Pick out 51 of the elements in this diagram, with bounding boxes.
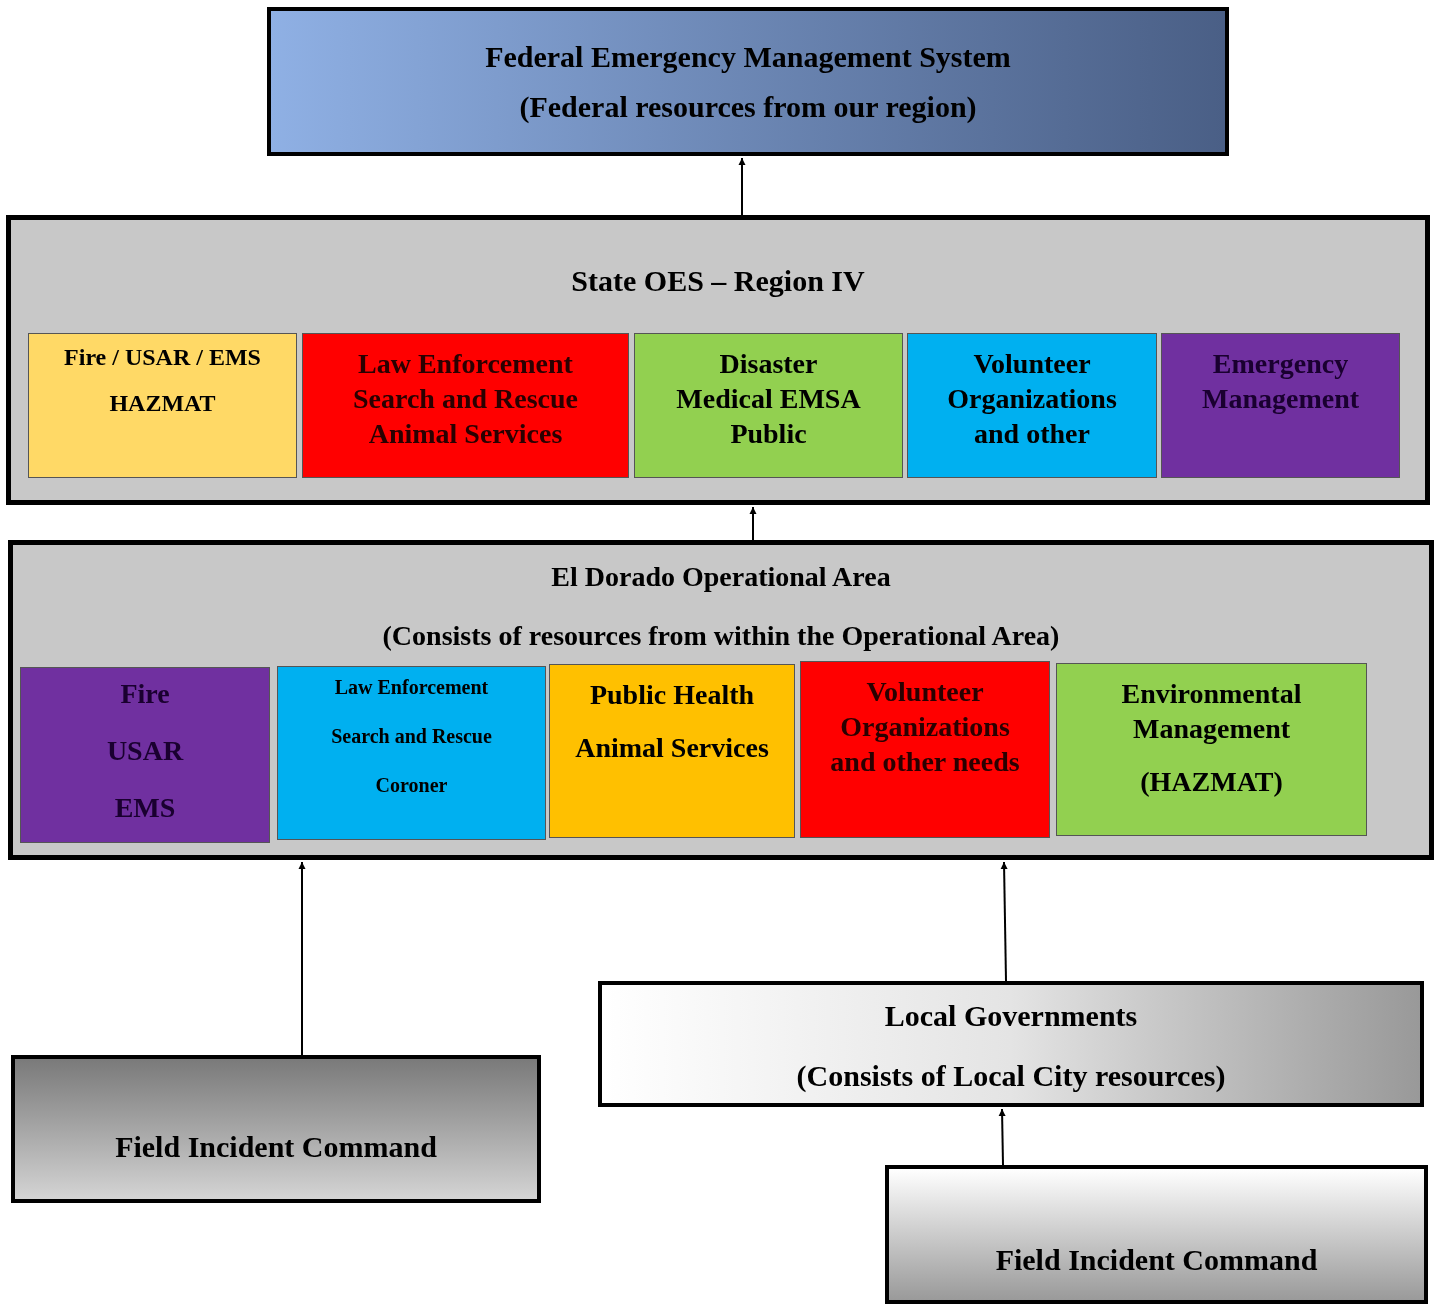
node-label: State OES – Region IV	[570, 263, 866, 299]
node-label: HAZMAT	[108, 389, 217, 418]
node-label: Environmental Management	[1120, 677, 1303, 746]
arrow	[298, 861, 306, 1056]
agency-box	[302, 333, 629, 478]
agency-box	[634, 333, 903, 478]
state-panel	[6, 215, 1430, 505]
node-label: Volunteer Organizations and other	[946, 347, 1118, 451]
node-label: El Dorado Operational Area	[550, 560, 892, 594]
node-label: Field Incident Command	[994, 1241, 1319, 1278]
node-label: Fire	[119, 677, 171, 711]
agency-box	[800, 661, 1050, 838]
node-label: (HAZMAT)	[1139, 765, 1284, 799]
arrow	[1000, 861, 1008, 982]
node-label: Medical EMSA	[675, 382, 862, 416]
node-label: Volunteer Organizations and other needs	[829, 675, 1021, 779]
node-label: EMS	[113, 791, 177, 825]
node-label: Federal Emergency Management System	[484, 39, 1012, 75]
node-label: Fire / USAR / EMS	[63, 343, 262, 372]
incident-command-box	[885, 1165, 1428, 1304]
node-label: Local Governments	[883, 998, 1139, 1034]
node-label: Animal Services	[574, 731, 770, 765]
node-label: (Consists of resources from within the Operational Area)	[381, 619, 1061, 653]
arrow	[998, 1108, 1006, 1166]
agency-box	[907, 333, 1157, 478]
operational-area-panel	[8, 540, 1434, 860]
node-label: Search and Rescue	[351, 382, 579, 416]
agency-box	[1056, 663, 1367, 836]
agency-box	[28, 333, 297, 478]
node-label: USAR	[105, 734, 185, 768]
agency-box	[1161, 333, 1400, 478]
incident-command-box	[11, 1055, 541, 1203]
arrow	[749, 506, 757, 541]
node-label: Search and Rescue	[330, 724, 493, 749]
node-label: Public Health	[588, 678, 756, 712]
node-label: (Consists of Local City resources)	[795, 1057, 1227, 1094]
federal-box	[267, 7, 1229, 156]
agency-box	[20, 667, 270, 843]
node-label: Animal Services	[367, 417, 564, 451]
node-label: Law Enforcement	[333, 675, 490, 700]
agency-box	[277, 666, 546, 840]
node-label: Public	[729, 417, 808, 451]
node-label: Law Enforcement	[357, 347, 574, 381]
local-government-box	[598, 981, 1424, 1107]
node-label: Coroner	[374, 773, 449, 798]
node-label: Emergency Management	[1200, 347, 1361, 416]
node-label: Field Incident Command	[114, 1128, 438, 1165]
node-label: (Federal resources from our region)	[518, 88, 978, 125]
node-label: Disaster	[718, 347, 819, 381]
agency-box	[549, 664, 795, 838]
arrow	[738, 157, 746, 216]
